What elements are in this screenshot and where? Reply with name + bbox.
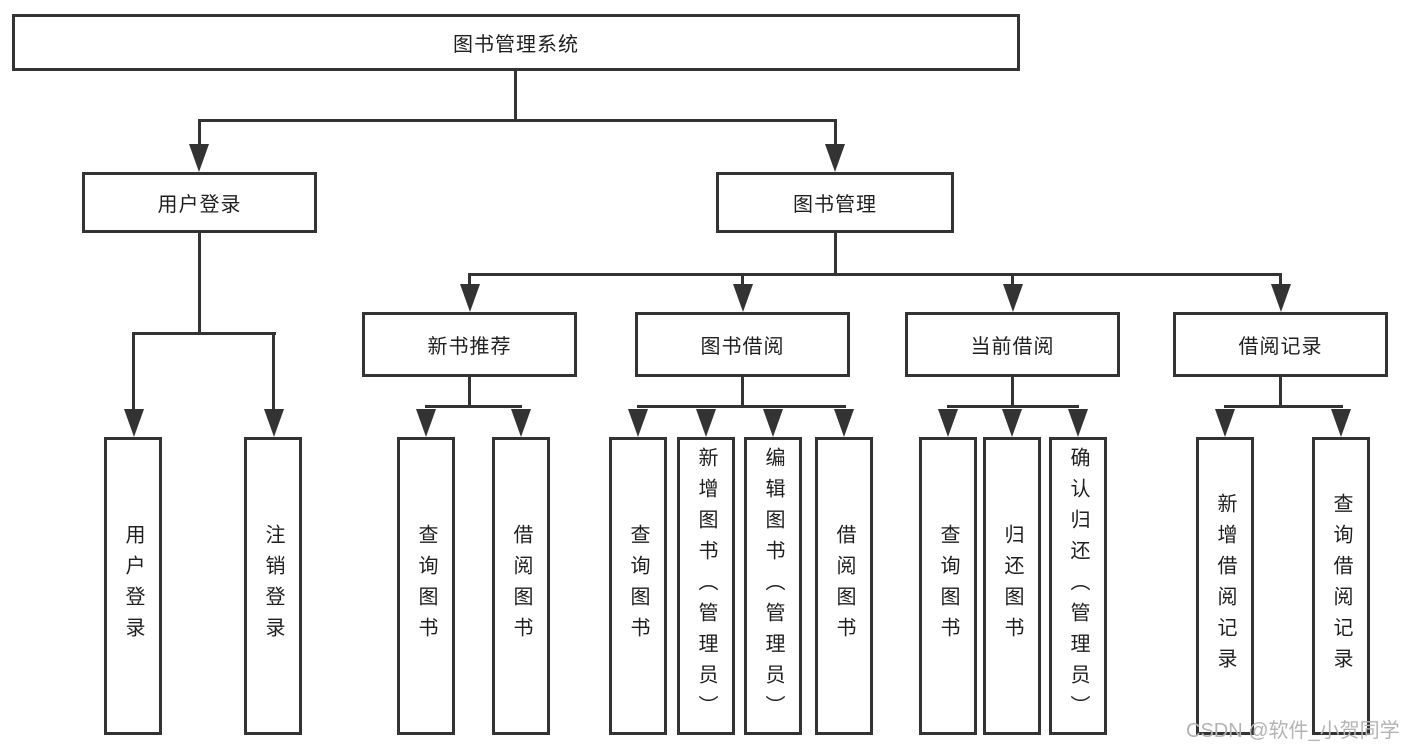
- node-user-login: 用户登录: [82, 172, 317, 233]
- connector-br-vertical: [1279, 377, 1282, 407]
- connector-bb-horizontal: [637, 405, 846, 408]
- connector-root-horizontal: [198, 119, 837, 122]
- arrow-down-nbr-query-books: [416, 409, 436, 437]
- connector-book-management-vertical: [834, 233, 837, 275]
- node-nbr-query-books: 查询图书: [397, 437, 455, 735]
- node-nbr-borrow-books: 借阅图书: [492, 437, 550, 735]
- connector-stub-book-borrowing: [741, 273, 744, 289]
- arrow-down-bb-borrow-books: [834, 409, 854, 437]
- node-borrowing-records: 借阅记录: [1173, 312, 1388, 377]
- connector-level3-horizontal: [468, 273, 1282, 276]
- node-bb-add-books-admin: 新增图书（管理员）: [677, 437, 735, 735]
- node-book-management: 图书管理: [716, 172, 954, 233]
- arrow-down-bb-query-books: [628, 409, 648, 437]
- arrow-down-br-add-record: [1215, 409, 1235, 437]
- arrow-down-book-borrowing: [733, 284, 753, 312]
- node-library-system: 图书管理系统: [12, 14, 1020, 71]
- arrow-down-cb-confirm-return: [1068, 409, 1088, 437]
- connector-stub-logout-action: [272, 332, 275, 410]
- node-current-borrowing: 当前借阅: [905, 312, 1120, 377]
- connector-stub-borrowing-records: [1279, 273, 1282, 289]
- arrow-down-logout-action: [264, 409, 284, 437]
- arrow-down-book-management: [825, 144, 845, 172]
- connector-stub-new-book-recommend: [468, 273, 471, 289]
- connector-br-horizontal: [1224, 405, 1343, 408]
- connector-root-vertical: [514, 70, 517, 121]
- node-cb-return-books: 归还图书: [983, 437, 1041, 735]
- node-cb-query-books: 查询图书: [919, 437, 977, 735]
- arrow-down-cb-return-books: [1002, 409, 1022, 437]
- node-bb-borrow-books: 借阅图书: [815, 437, 873, 735]
- node-br-add-record: 新增借阅记录: [1196, 437, 1254, 735]
- arrow-down-borrowing-records: [1271, 284, 1291, 312]
- node-bb-query-books: 查询图书: [609, 437, 667, 735]
- connector-user-login-horizontal: [132, 332, 276, 335]
- connector-stub-book-management: [834, 119, 837, 151]
- connector-stub-current-borrowing: [1011, 273, 1014, 289]
- node-logout-action: 注销登录: [244, 437, 302, 735]
- node-bb-edit-books-admin: 编辑图书（管理员）: [744, 437, 802, 735]
- connector-cb-horizontal: [947, 405, 1079, 408]
- node-user-login-action: 用户登录: [104, 437, 162, 735]
- node-cb-confirm-return-admin: 确认归还（管理员）: [1049, 437, 1107, 735]
- connector-stub-user-login: [198, 119, 201, 151]
- arrow-down-nbr-borrow-books: [511, 409, 531, 437]
- arrow-down-user-login: [189, 144, 209, 172]
- node-br-query-record: 查询借阅记录: [1312, 437, 1370, 735]
- connector-nbr-horizontal: [425, 405, 522, 408]
- arrow-down-new-book-recommend: [460, 284, 480, 312]
- node-new-book-recommend: 新书推荐: [362, 312, 577, 377]
- connector-nbr-vertical: [468, 377, 471, 407]
- arrow-down-bb-add-books: [696, 409, 716, 437]
- arrow-down-br-query-record: [1331, 409, 1351, 437]
- node-book-borrowing: 图书借阅: [635, 312, 850, 377]
- connector-cb-vertical: [1011, 377, 1014, 407]
- arrow-down-bb-edit-books: [763, 409, 783, 437]
- csdn-watermark: CSDN @软件_小贺同学: [1186, 720, 1400, 742]
- connector-bb-vertical: [741, 377, 744, 407]
- arrow-down-login-action: [124, 409, 144, 437]
- connector-stub-login-action: [132, 332, 135, 410]
- arrow-down-cb-query-books: [938, 409, 958, 437]
- arrow-down-current-borrowing: [1003, 284, 1023, 312]
- connector-user-login-vertical: [198, 233, 201, 334]
